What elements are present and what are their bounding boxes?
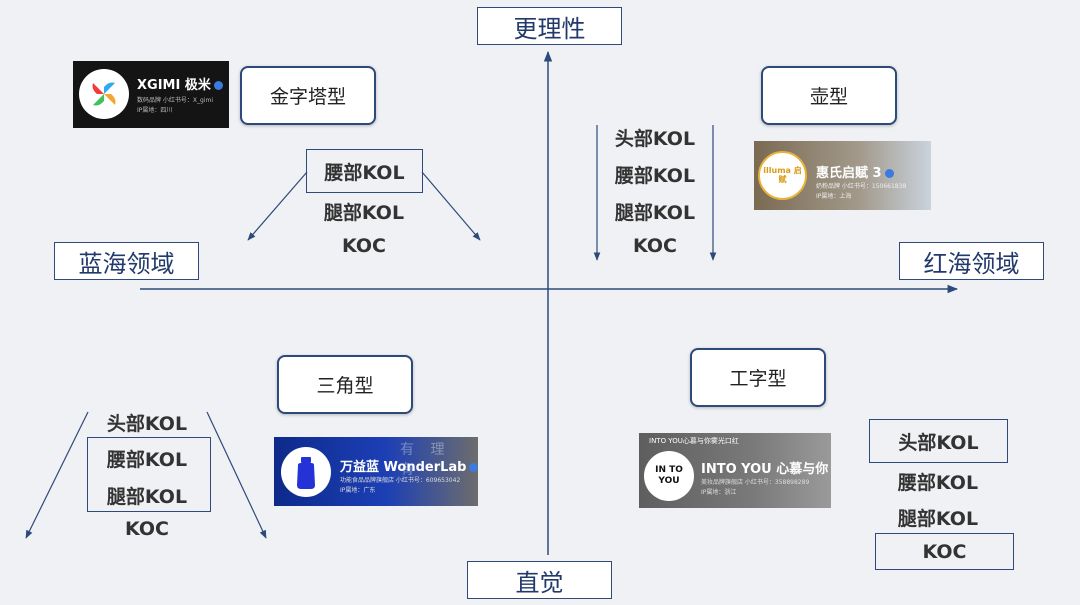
- pyramid-right-arrow: [421, 171, 481, 241]
- axis-bottom-label: 直觉: [467, 561, 612, 599]
- bottle-icon: [297, 457, 315, 489]
- axis-left-label: 蓝海领域: [54, 242, 199, 280]
- type-pyramid: 金字塔型: [240, 66, 376, 125]
- verified-badge-icon: [884, 169, 894, 178]
- pyramid-koc: KOC: [342, 235, 386, 257]
- xgimi-profile-card: XGIMI 极米 数码品牌 小红书号：X_gimi IP属地：四川: [73, 61, 229, 128]
- triangle-waist-leg-box: [87, 437, 211, 512]
- triangle-koc: KOC: [125, 518, 169, 540]
- xgimi-pinwheel-icon: [92, 82, 116, 106]
- axis-top-label: 更理性: [477, 7, 622, 45]
- intoyou-name: INTO YOU 心慕与你: [701, 458, 831, 477]
- ishape-leg-kol: 腿部KOL: [897, 508, 979, 530]
- illuma-logo: illuma 启赋: [758, 151, 807, 200]
- triangle-left-arrow: [25, 411, 89, 539]
- wonderlab-logo: [281, 447, 331, 497]
- illuma-profile-card: illuma 启赋 惠氏启赋 3 奶粉品牌 小红书号：150661838 IP属…: [754, 141, 931, 210]
- xgimi-logo: [79, 69, 129, 119]
- pot-leg-kol: 腿部KOL: [614, 202, 696, 224]
- triangle-waist-kol: 腰部KOL: [106, 449, 188, 471]
- intoyou-line1: 美妆品牌旗舰店 小红书号：358898289: [701, 479, 810, 486]
- type-triangle: 三角型: [277, 355, 413, 414]
- intoyou-line2: IP属地：浙江: [701, 489, 737, 496]
- xgimi-line2: IP属地：四川: [137, 107, 173, 114]
- verified-badge-icon: [469, 463, 478, 472]
- wonderlab-profile-card: 有 理 有 万益蓝 WonderLab 功能食品品牌旗舰店 小红书号：60965…: [274, 437, 478, 506]
- wonderlab-name: 万益蓝 WonderLab: [340, 456, 478, 475]
- illuma-line1: 奶粉品牌 小红书号：150661838: [816, 183, 907, 190]
- illuma-line2: IP属地：上海: [816, 193, 852, 200]
- triangle-leg-kol: 腿部KOL: [106, 486, 188, 508]
- wonderlab-bg-text: 有 理 有: [400, 442, 451, 478]
- pyramid-left-arrow: [247, 171, 308, 241]
- ishape-waist-kol: 腰部KOL: [897, 472, 979, 494]
- wonderlab-line2: IP属地：广东: [340, 487, 376, 494]
- xgimi-line1: 数码品牌 小红书号：X_gimi: [137, 97, 214, 104]
- ishape-koc: KOC: [875, 533, 1014, 570]
- illuma-name: 惠氏启赋 3: [816, 162, 894, 181]
- triangle-head-kol: 头部KOL: [106, 413, 188, 435]
- type-pot: 壶型: [761, 66, 897, 125]
- pyramid-waist-kol: 腰部KOL: [306, 149, 423, 193]
- wonderlab-line1: 功能食品品牌旗舰店 小红书号：609653042: [340, 477, 461, 484]
- pyramid-leg-kol: 腿部KOL: [323, 202, 405, 224]
- intoyou-banner: INTO YOU心慕与你雾光口红: [649, 437, 739, 445]
- pot-head-kol: 头部KOL: [614, 128, 696, 150]
- triangle-right-arrow: [206, 411, 267, 539]
- verified-badge-icon: [213, 81, 223, 90]
- xgimi-name: XGIMI 极米: [137, 74, 223, 93]
- pot-waist-kol: 腰部KOL: [614, 165, 696, 187]
- intoyou-logo: IN TO YOU: [644, 451, 694, 501]
- pot-koc: KOC: [633, 235, 677, 257]
- ishape-head-kol: 头部KOL: [869, 419, 1008, 463]
- axis-right-label: 红海领域: [899, 242, 1044, 280]
- type-i-shape: 工字型: [690, 348, 826, 407]
- intoyou-profile-card: INTO YOU心慕与你雾光口红 IN TO YOU INTO YOU 心慕与你…: [639, 433, 831, 508]
